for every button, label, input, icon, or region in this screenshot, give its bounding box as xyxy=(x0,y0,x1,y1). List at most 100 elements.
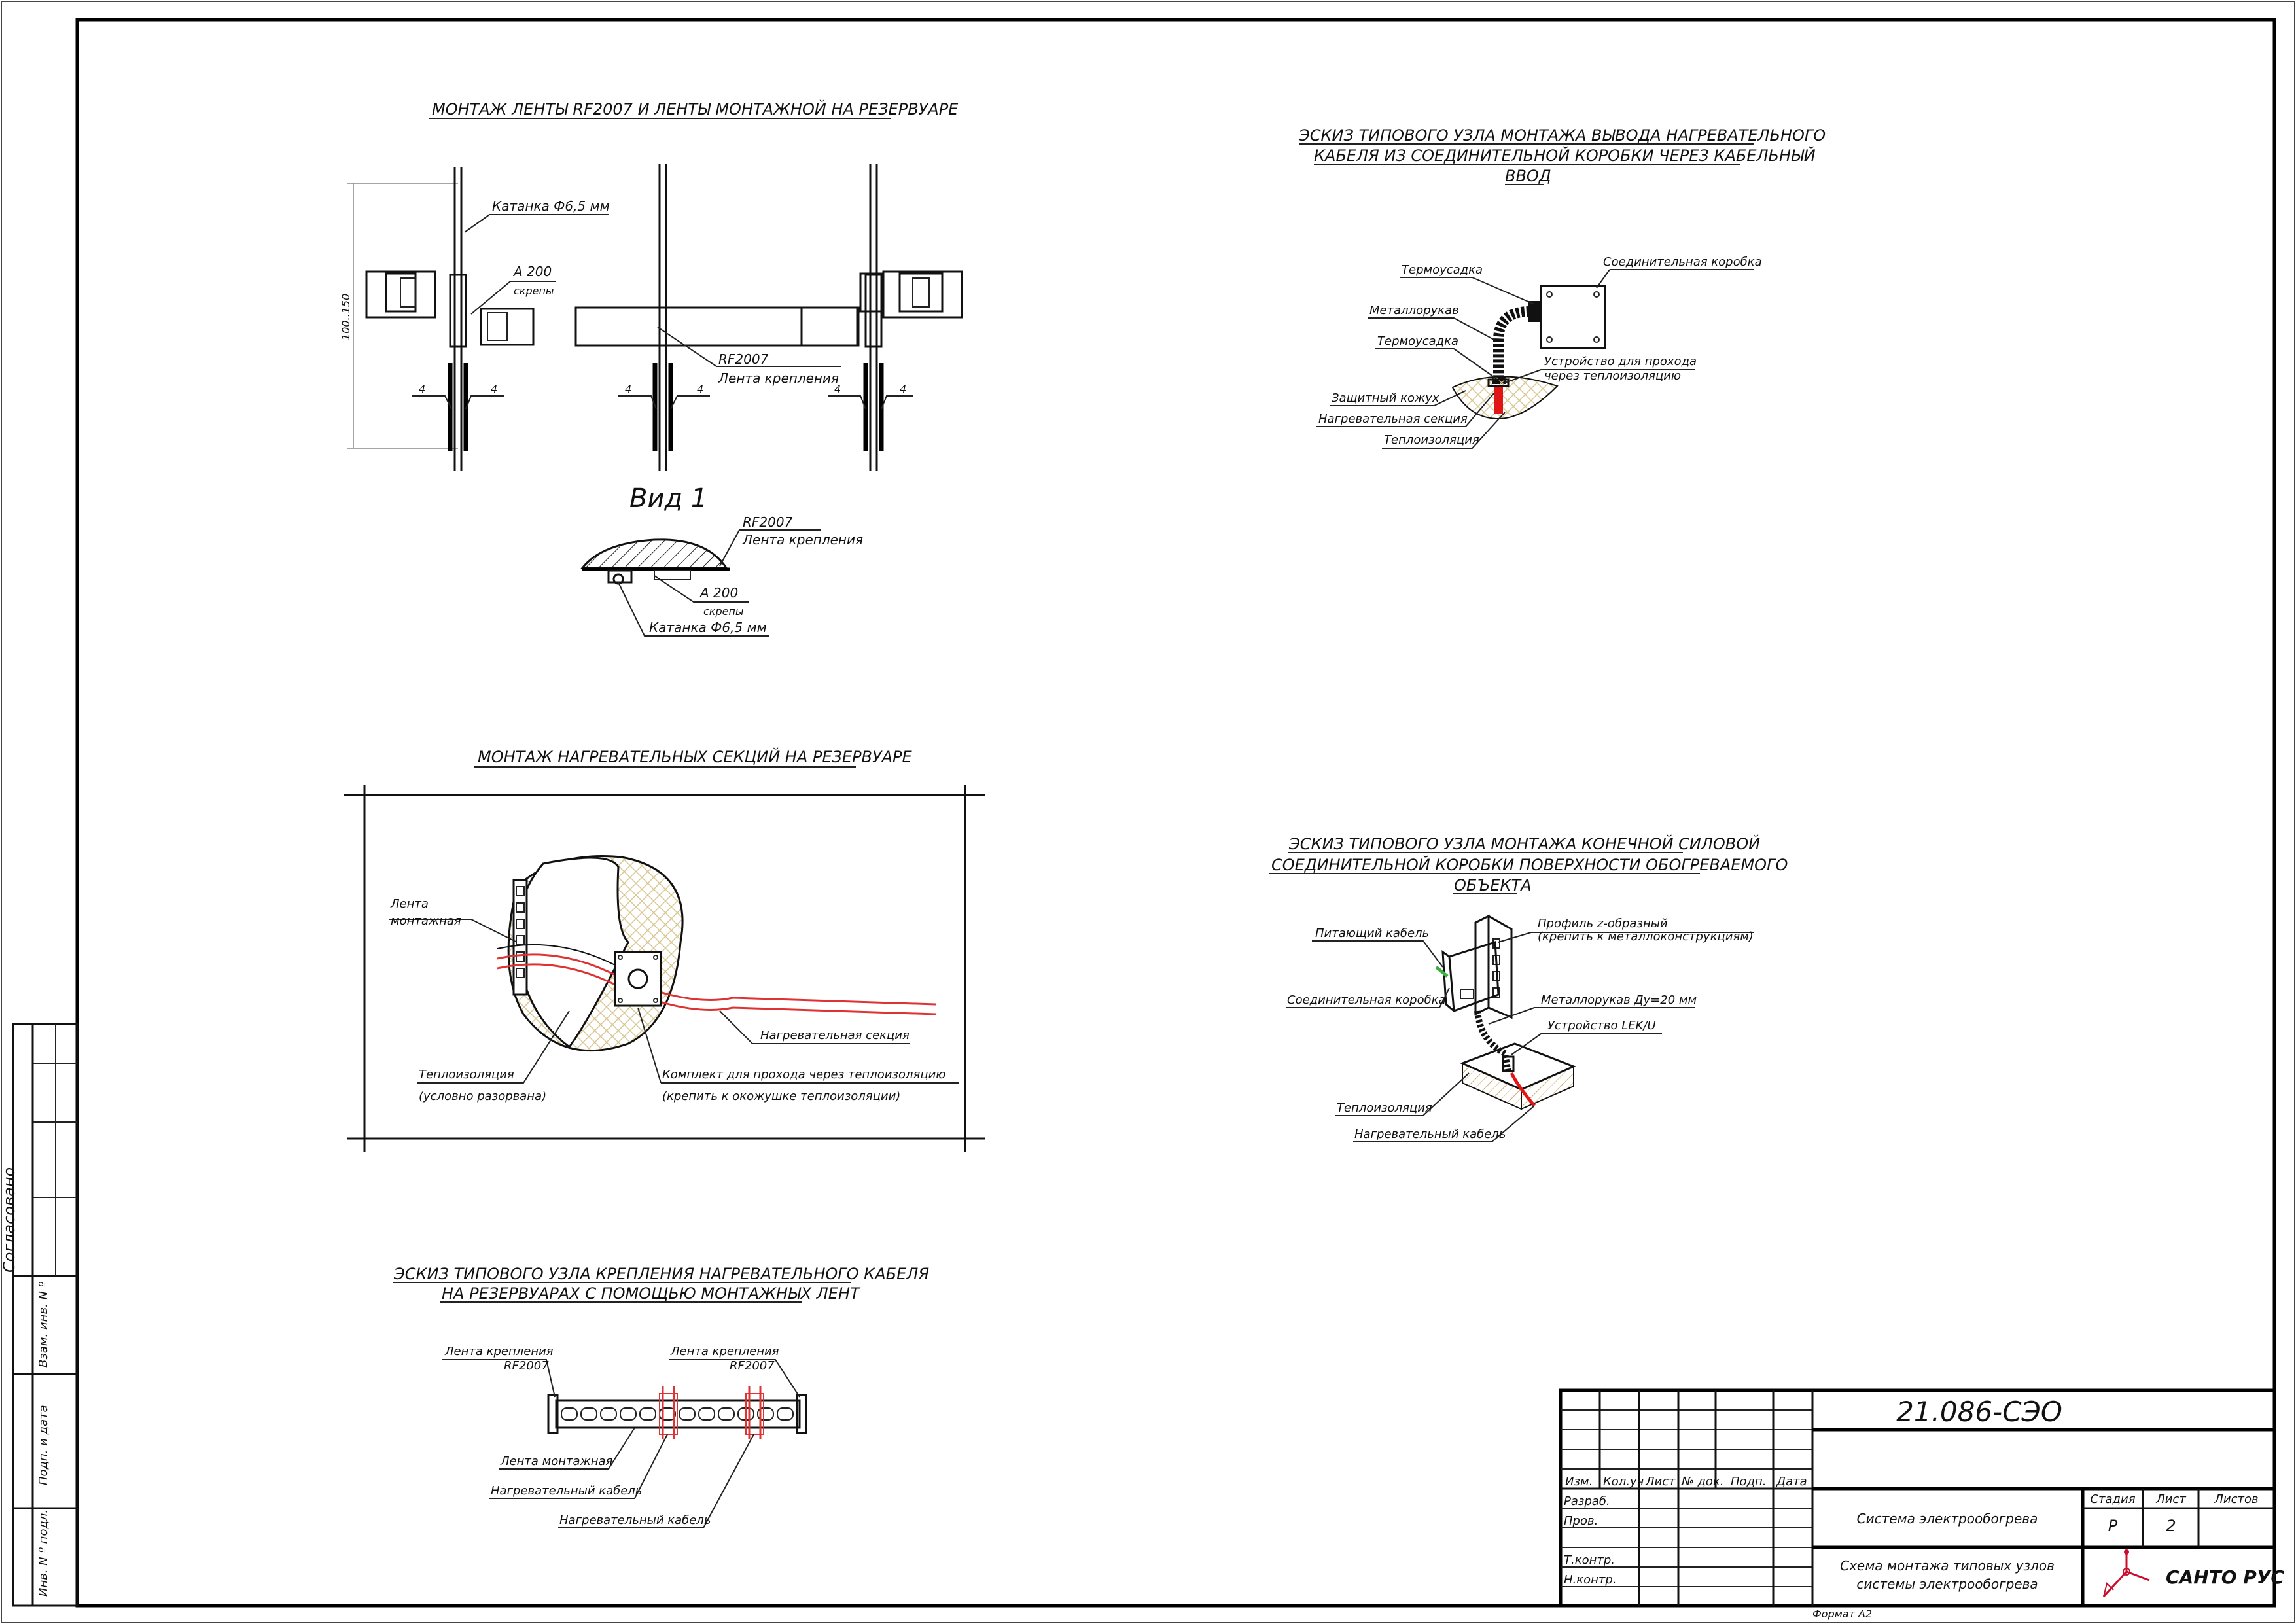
drawing-title-1: Схема монтажа типовых узлов xyxy=(1840,1558,2055,1574)
clip-label: А 200 xyxy=(512,264,552,279)
heat-shrink xyxy=(1528,301,1541,322)
rod xyxy=(652,164,673,471)
col-header: № док. xyxy=(1681,1475,1724,1489)
clip xyxy=(385,272,535,346)
view-band-sublabel: Лента крепления xyxy=(742,532,863,548)
mount-tape xyxy=(512,879,528,996)
label-heat-shrink-top: Термоусадка xyxy=(1402,263,1483,277)
signature-label: Согласовано xyxy=(0,1167,18,1273)
weld-label: 4 xyxy=(697,383,703,395)
label-band-right-code: RF2007 xyxy=(730,1359,775,1373)
cable-fix-section: ЭСКИЗ ТИПОВОГО УЗЛА КРЕПЛЕНИЯ НАГРЕВАТЕЛ… xyxy=(393,1265,929,1528)
tape-mount-section: МОНТАЖ ЛЕНТЫ RF2007 И ЛЕНТЫ МОНТАЖНОЙ НА… xyxy=(340,99,963,637)
clip-sublabel: скрепы xyxy=(514,285,554,297)
label-band-right: Лента крепления xyxy=(670,1345,779,1358)
title-block: Изм. Кол.уч Лист № док. Подп. Дата Разра… xyxy=(1559,1388,2284,1608)
stamp-row-1: Взам. инв. N º xyxy=(37,1281,50,1368)
pass-kit xyxy=(614,951,662,1007)
weld-label: 4 xyxy=(491,383,497,395)
cable-outlet-title-line: КАБЕЛЯ ИЗ СОЕДИНИТЕЛЬНОЙ КОРОБКИ ЧЕРЕЗ К… xyxy=(1314,146,1816,165)
label-metal-hose: Металлорукав Ду=20 мм xyxy=(1541,993,1697,1007)
sheets-header: Листов xyxy=(2214,1492,2258,1506)
heating-section xyxy=(1494,385,1503,414)
system-name: Система электрообогрева xyxy=(1857,1511,2038,1527)
dimension-label: 100..150 xyxy=(340,294,352,340)
view-clip-sublabel: скрепы xyxy=(703,605,744,618)
band-segment xyxy=(574,306,860,347)
sheet-value: 2 xyxy=(2166,1517,2176,1535)
inner-frame xyxy=(75,18,2276,1608)
rod xyxy=(448,167,468,471)
label-heating-section: Нагревательная секция xyxy=(760,1029,910,1042)
role-label: Разраб. xyxy=(1564,1494,1610,1508)
end-box-title-line: ЭСКИЗ ТИПОВОГО УЗЛА МОНТАЖА КОНЕЧНОЙ СИЛ… xyxy=(1288,834,1760,853)
cable-outlet-title-line: ВВОД xyxy=(1505,167,1551,185)
chain-link xyxy=(718,1407,735,1421)
chain-link xyxy=(639,1407,656,1421)
end-metal-hose xyxy=(1474,1010,1511,1074)
label-insulation: Теплоизоляция xyxy=(1384,433,1479,447)
clip xyxy=(859,272,944,313)
stage-header: Стадия xyxy=(2090,1492,2135,1506)
weld-label: 4 xyxy=(900,383,906,395)
chain-link xyxy=(679,1407,696,1421)
rod-label: Катанка Ф6,5 мм xyxy=(492,198,610,214)
chain-link xyxy=(757,1407,774,1421)
label-insulation: Теплоизоляция xyxy=(419,1068,514,1082)
chain-link xyxy=(698,1407,715,1421)
band-label: RF2007 xyxy=(718,351,769,367)
label-casing: Защитный кожух xyxy=(1332,391,1439,405)
label-profile: Профиль z-образный xyxy=(1538,917,1668,930)
end-box-title-line: ОБЪЕКТА xyxy=(1454,876,1532,894)
view-clip-label: А 200 xyxy=(699,585,738,601)
stamp-row-3: Инв. N º подл. xyxy=(37,1509,50,1597)
rod xyxy=(863,164,884,471)
chain-link xyxy=(777,1407,794,1421)
left-stamp: Согласовано Взам. инв. N º Подп. и дата … xyxy=(0,1023,79,1607)
stamp-row-2: Подп. и дата xyxy=(37,1405,50,1485)
tape-mount-title: МОНТАЖ ЛЕНТЫ RF2007 И ЛЕНТЫ МОНТАЖНОЙ НА… xyxy=(432,99,959,118)
junction-box xyxy=(1540,285,1606,349)
end-junction-box xyxy=(1448,940,1500,1013)
label-band-left: Лента крепления xyxy=(444,1345,554,1358)
label-insulation: Теплоизоляция xyxy=(1337,1101,1432,1115)
label-heating-cable: Нагревательный кабель xyxy=(1354,1127,1506,1141)
cable-outlet-title-line: ЭСКИЗ ТИПОВОГО УЗЛА МОНТАЖА ВЫВОДА НАГРЕ… xyxy=(1298,126,1826,145)
heating-sections-section: МОНТАЖ НАГРЕВАТЕЛЬНЫХ СЕКЦИЙ НА РЕЗЕРВУА… xyxy=(344,747,985,1152)
chain-link xyxy=(561,1407,578,1421)
band-segment xyxy=(365,270,436,319)
power-cable xyxy=(1435,966,1449,978)
doc-number: 21.086-СЭО xyxy=(1896,1396,2062,1428)
chain-link xyxy=(600,1407,617,1421)
label-kit-note: (крепить к окожушке теплоизоляции) xyxy=(662,1089,900,1103)
label-pass-device-1: Устройство для прохода xyxy=(1544,355,1697,368)
stage-value: Р xyxy=(2108,1517,2118,1535)
label-kit: Комплект для прохода через теплоизоляцию xyxy=(662,1068,945,1082)
label-band-left-code: RF2007 xyxy=(504,1359,549,1373)
label-heat-shrink-bottom: Термоусадка xyxy=(1377,334,1458,348)
role-label: Н.контр. xyxy=(1564,1573,1617,1587)
weld-label: 4 xyxy=(625,383,631,395)
col-header: Изм. xyxy=(1565,1475,1593,1489)
cable-fix-title-line: ЭСКИЗ ТИПОВОГО УЗЛА КРЕПЛЕНИЯ НАГРЕВАТЕЛ… xyxy=(393,1265,929,1283)
col-header: Лист xyxy=(1645,1475,1676,1489)
label-heating-section: Нагревательная секция xyxy=(1318,412,1468,426)
end-box-title-line: СОЕДИНИТЕЛЬНОЙ КОРОБКИ ПОВЕРХНОСТИ ОБОГР… xyxy=(1271,855,1788,874)
label-mount-tape: Лента монтажная xyxy=(500,1455,613,1468)
label-profile-note: (крепить к металлоконструкциям) xyxy=(1538,930,1754,944)
company-logo: САНТО РУС xyxy=(2102,1549,2284,1598)
chain-link xyxy=(620,1407,637,1421)
sheet-header: Лист xyxy=(2155,1492,2186,1506)
weld-label: 4 xyxy=(419,383,425,395)
label-tape-2: монтажная xyxy=(391,914,461,928)
cable-fix-title-line: НА РЕЗЕРВУАРАХ С ПОМОЩЬЮ МОНТАЖНЫХ ЛЕНТ xyxy=(442,1284,861,1303)
end-box-section: ЭСКИЗ ТИПОВОГО УЗЛА МОНТАЖА КОНЕЧНОЙ СИЛ… xyxy=(1269,834,1788,1142)
chain-link xyxy=(580,1407,597,1421)
heating-sections-title: МОНТАЖ НАГРЕВАТЕЛЬНЫХ СЕКЦИЙ НА РЕЗЕРВУА… xyxy=(478,747,913,766)
insulation-mound xyxy=(1451,376,1559,420)
label-metal-hose: Металлорукав xyxy=(1369,304,1459,317)
metal-hose xyxy=(1493,306,1530,376)
weld-label: 4 xyxy=(834,383,841,395)
